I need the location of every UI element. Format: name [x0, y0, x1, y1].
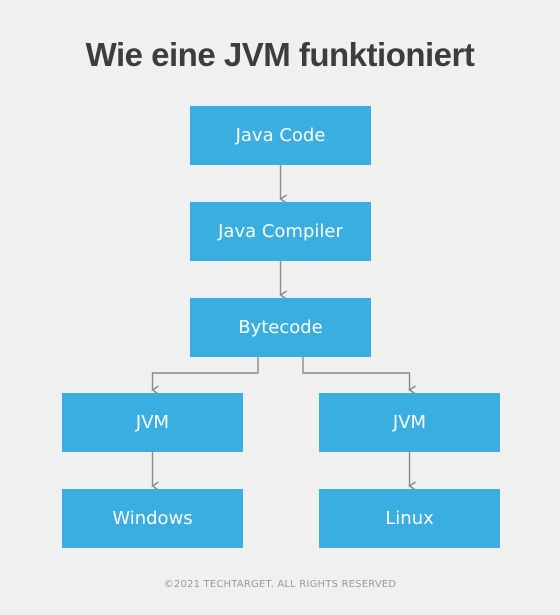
node-linux-label: Linux [385, 508, 434, 529]
node-java-compiler-label: Java Compiler [218, 221, 343, 242]
diagram-title: Wie eine JVM funktioniert [85, 36, 475, 73]
node-windows: Windows [62, 489, 243, 548]
node-jvm-right: JVM [319, 393, 500, 452]
node-bytecode-label: Bytecode [238, 317, 323, 338]
arrow-bytecode-to-jvm-left [151, 357, 259, 395]
node-java-code: Java Code [190, 106, 371, 165]
arrow-bytecode-to-jvm-right [302, 357, 416, 395]
copyright-footer: ©2021 TECHTARGET. ALL RIGHTS RESERVED [163, 579, 397, 590]
node-windows-label: Windows [112, 508, 193, 529]
node-linux: Linux [319, 489, 500, 548]
node-jvm-left: JVM [62, 393, 243, 452]
node-java-code-label: Java Code [235, 125, 326, 146]
node-jvm-right-label: JVM [392, 412, 427, 433]
node-bytecode: Bytecode [190, 298, 371, 357]
node-jvm-left-label: JVM [135, 412, 170, 433]
node-java-compiler: Java Compiler [190, 202, 371, 261]
